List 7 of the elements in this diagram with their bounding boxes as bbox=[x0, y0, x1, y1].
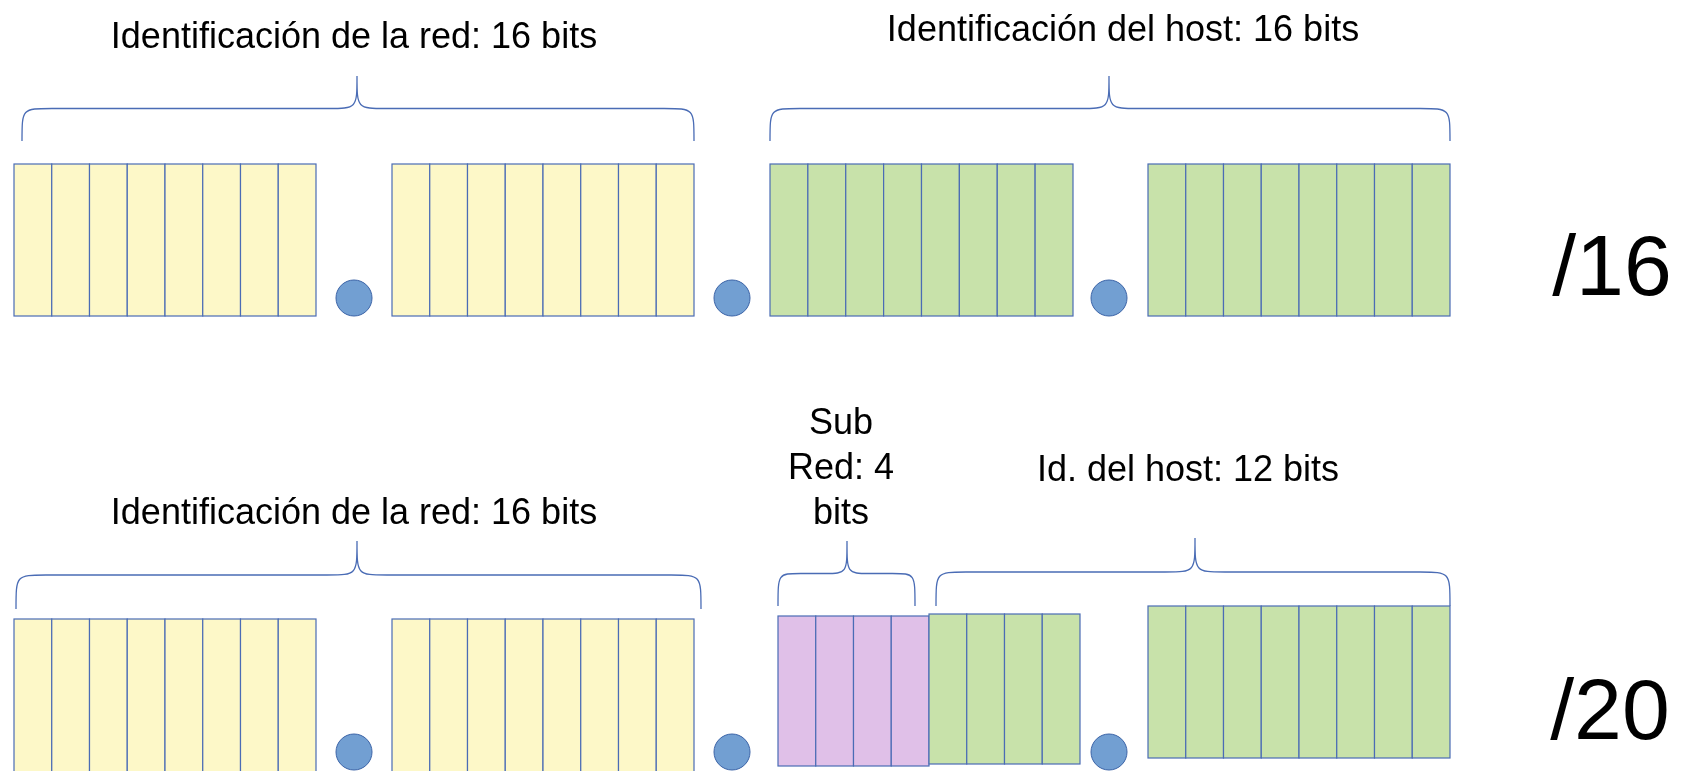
prefix-label: /16 bbox=[1552, 215, 1672, 315]
prefix-label: /20 bbox=[1550, 659, 1670, 759]
bracket-label: Id. del host: 12 bits bbox=[1036, 448, 1340, 490]
bracket-label: Identificación del host: 16 bits bbox=[886, 8, 1360, 50]
bracket-label: Identificación de la red: 16 bits bbox=[110, 491, 598, 533]
bracket-label: Identificación de la red: 16 bits bbox=[110, 15, 598, 57]
bracket-label: Sub Red: 4 bits bbox=[786, 399, 896, 534]
